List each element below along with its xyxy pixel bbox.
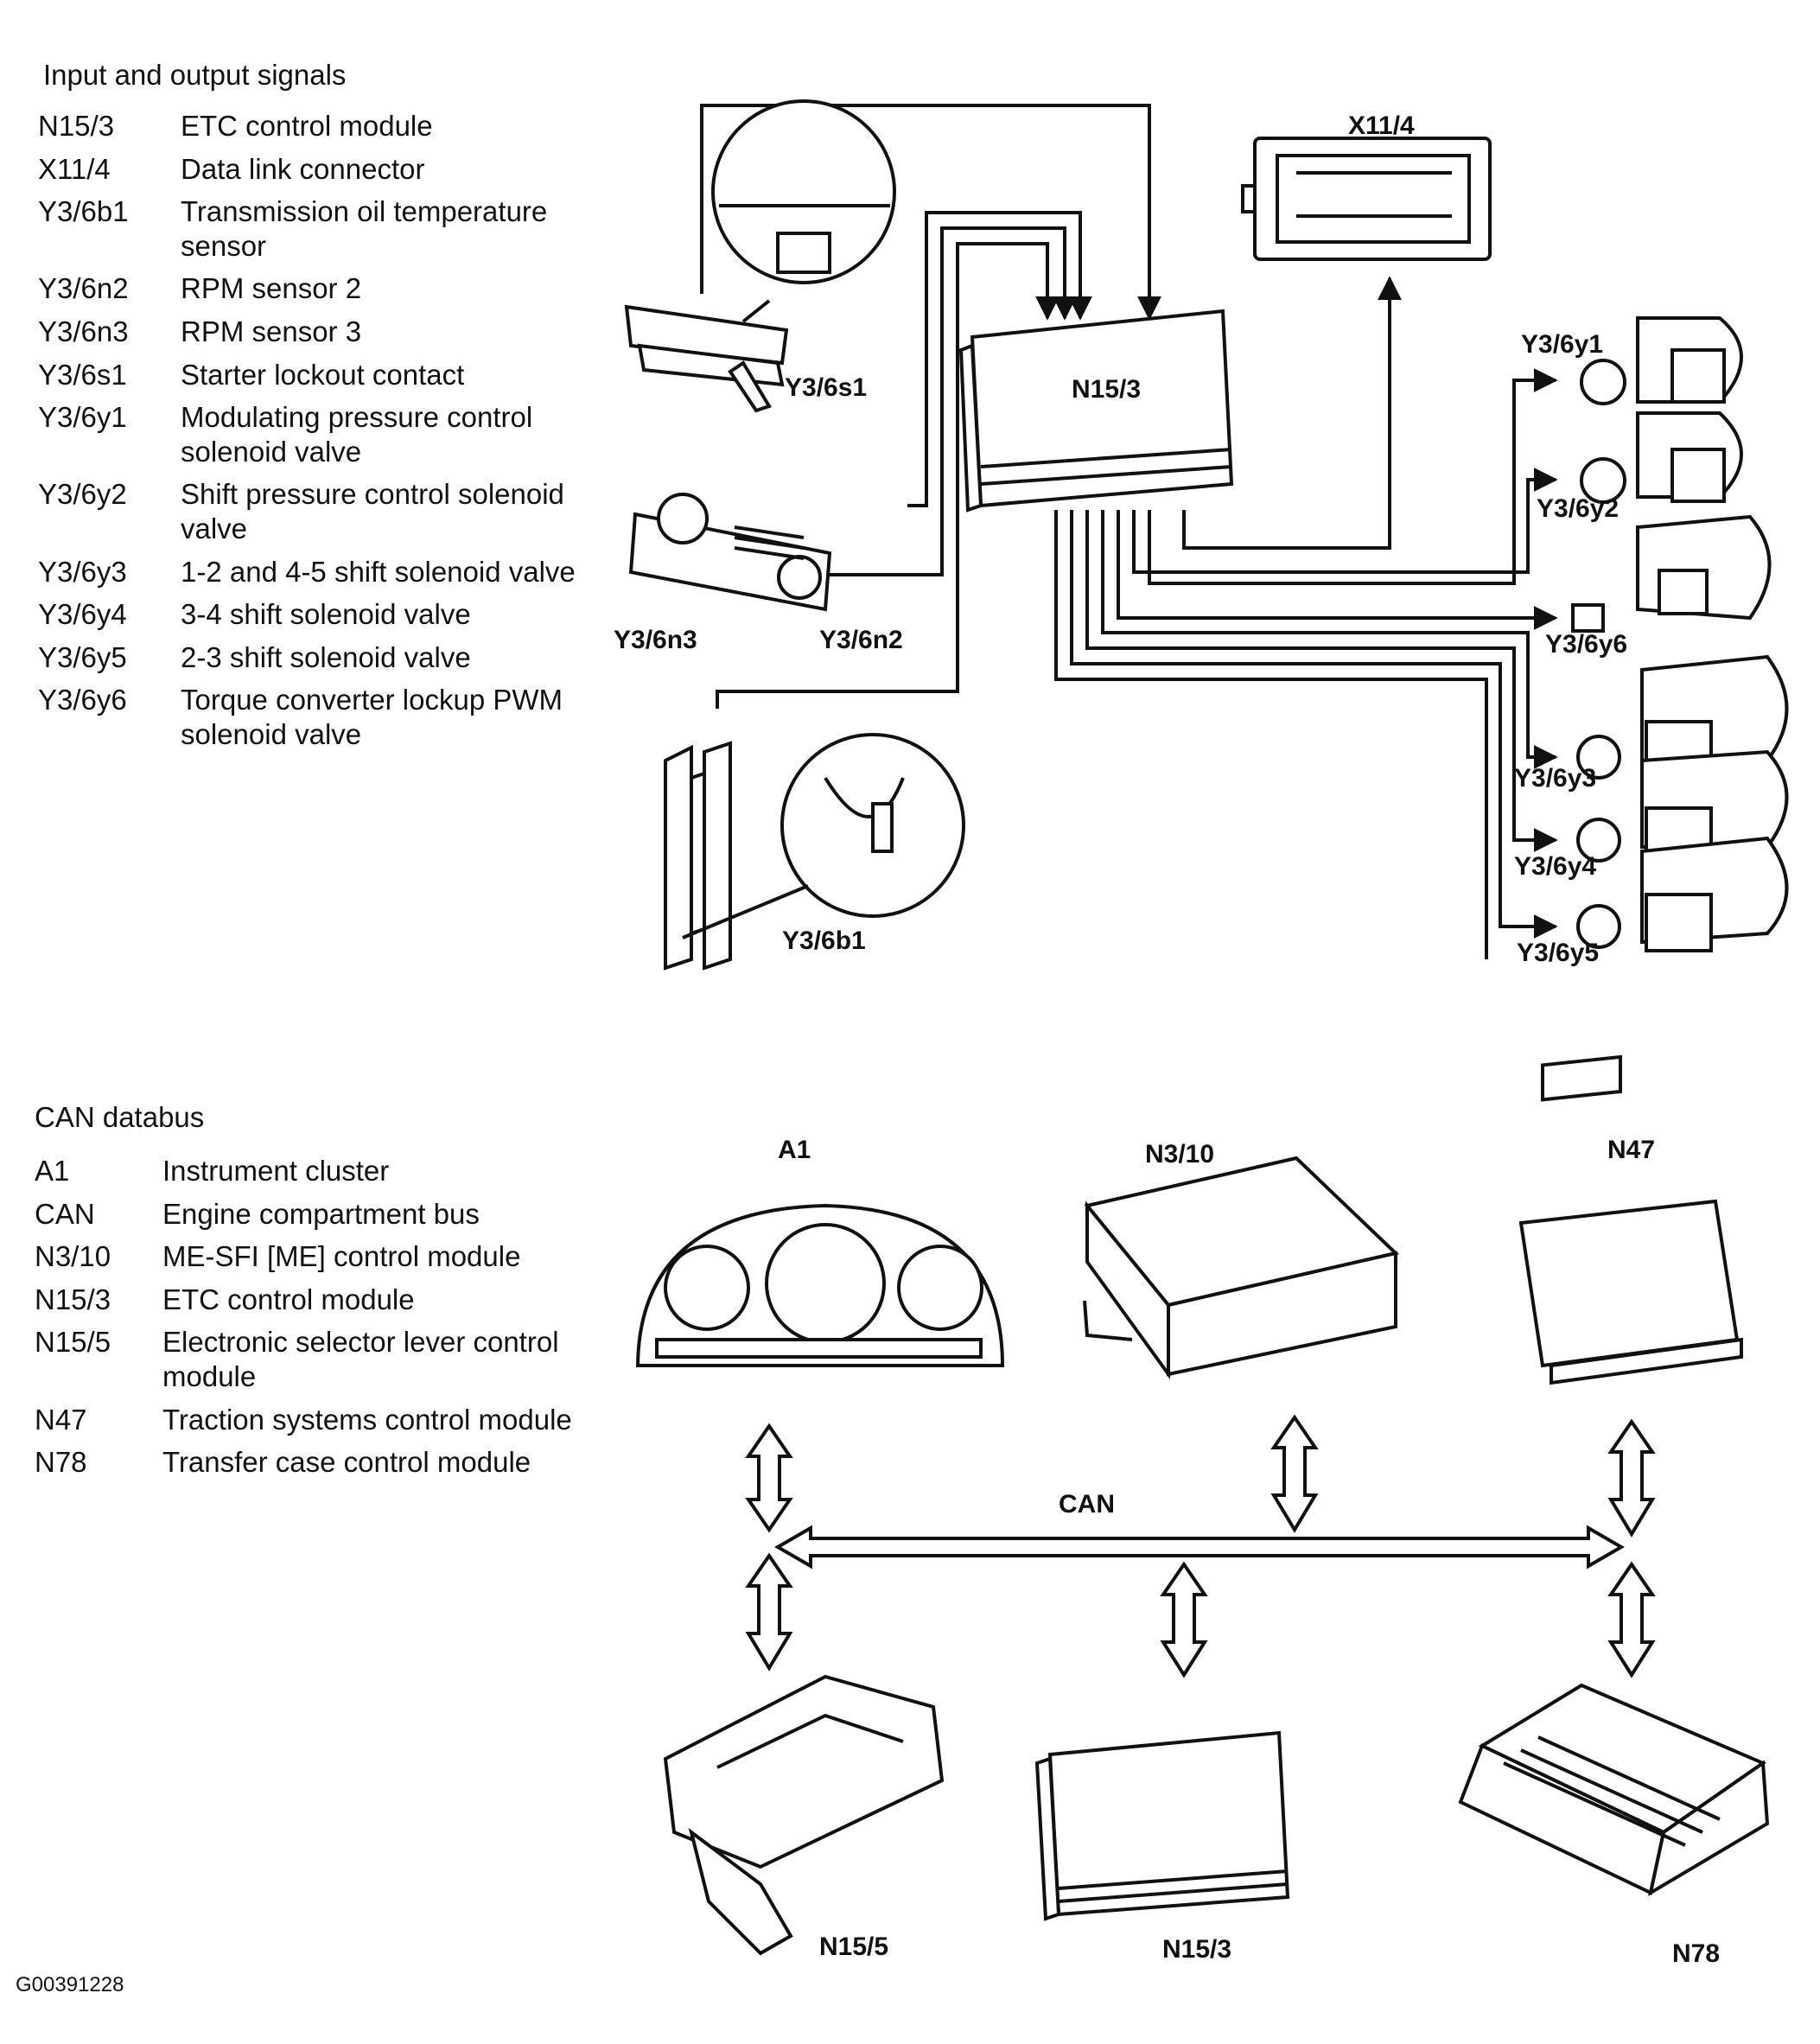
- legend-code: A1: [35, 1155, 70, 1187]
- legend-code: Y3/6n3: [38, 315, 129, 347]
- legend-code: X11/4: [38, 152, 111, 185]
- legend-code: Y3/6b1: [38, 195, 129, 228]
- legend-code: Y3/6s1: [38, 358, 127, 391]
- label-y3-6s1: Y3/6s1: [785, 373, 867, 402]
- legend-row: Y3/6y6 Torque converter lockup PWM soleno…: [38, 683, 591, 760]
- legend-description: Engine compartment bus: [162, 1197, 480, 1230]
- legend-description: 1-2 and 4-5 shift solenoid valve: [181, 555, 576, 588]
- label-y3-6y2: Y3/6y2: [1537, 494, 1619, 523]
- legend-row: N15/3 ETC control module: [35, 1283, 605, 1326]
- legend-row: Y3/6n2 RPM sensor 2: [38, 271, 591, 315]
- legend-row: N78 Transfer case control module: [35, 1445, 605, 1488]
- legend-description: 2-3 shift solenoid valve: [181, 640, 471, 673]
- legend-row: N47 Traction systems control module: [35, 1403, 605, 1446]
- label-n15-5: N15/5: [819, 1933, 888, 1961]
- legend-description: 3-4 shift solenoid valve: [181, 598, 471, 631]
- starter-lockout-contact-drawing: [624, 99, 896, 413]
- can-vertical-arrows: [745, 1414, 1656, 1678]
- legend-code: N3/10: [35, 1240, 111, 1273]
- legend-row: N15/3 ETC control module: [38, 109, 591, 152]
- label-y3-6n2: Y3/6n2: [819, 626, 903, 654]
- label-a1: A1: [778, 1136, 811, 1164]
- legend-row: Y3/6n3 RPM sensor 3: [38, 315, 591, 358]
- legend-row: Y3/6y1 Modulating pressure control soleno…: [38, 400, 591, 477]
- solenoid-valves-drawing: [1571, 316, 1789, 952]
- label-n15-3-top: N15/3: [1072, 375, 1141, 404]
- legend-row: Y3/6b1 Transmission oil temperature senso…: [38, 194, 591, 271]
- data-link-connector-drawing: [1241, 137, 1492, 261]
- legend-row: Y3/6y3 1-2 and 4-5 shift solenoid valve: [38, 555, 591, 598]
- legend-row: X11/4 Data link connector: [38, 152, 591, 195]
- legend-row: Y3/6s1 Starter lockout contact: [38, 358, 591, 401]
- legend-description: Transfer case control module: [162, 1446, 531, 1479]
- legend-row: CAN Engine compartment bus: [35, 1197, 605, 1240]
- label-y3-6y3: Y3/6y3: [1514, 764, 1596, 793]
- legend-code: Y3/6n2: [38, 272, 129, 305]
- instrument-cluster-drawing: [635, 1203, 1005, 1367]
- can-legend-title: CAN databus: [35, 1101, 205, 1133]
- signal-wires: [700, 104, 1558, 959]
- legend-row: Y3/6y5 2-3 shift solenoid valve: [38, 640, 591, 684]
- label-x11-4: X11/4: [1348, 111, 1415, 140]
- legend-row: N3/10 ME-SFI [ME] control module: [35, 1239, 605, 1283]
- legend-code: Y3/6y4: [38, 598, 127, 631]
- label-y3-6y1: Y3/6y1: [1521, 330, 1603, 359]
- legend-description: RPM sensor 3: [181, 315, 362, 347]
- label-y3-6y5: Y3/6y5: [1517, 939, 1599, 967]
- label-n47: N47: [1607, 1136, 1655, 1164]
- label-y3-6y6: Y3/6y6: [1545, 630, 1627, 659]
- legend-code: CAN: [35, 1197, 95, 1230]
- label-y3-6y4: Y3/6y4: [1514, 852, 1596, 881]
- label-y3-6b1: Y3/6b1: [782, 926, 866, 955]
- legend-description: Shift pressure control solenoid valve: [181, 478, 564, 544]
- legend-code: Y3/6y5: [38, 640, 127, 673]
- legend-code: Y3/6y6: [38, 684, 127, 716]
- figure-id: G00391228: [16, 1973, 124, 1996]
- io-legend-title: Input and output signals: [43, 59, 347, 91]
- selector-lever-module-drawing: [663, 1674, 945, 1956]
- legend-code: Y3/6y2: [38, 478, 127, 511]
- legend-description: Traction systems control module: [162, 1403, 572, 1436]
- legend-description: Transmission oil temperature sensor: [181, 195, 548, 262]
- legend-description: Data link connector: [181, 152, 425, 185]
- rpm-sensors-drawing: [628, 493, 832, 612]
- legend-description: Torque converter lockup PWM solenoid val…: [181, 684, 563, 750]
- legend-description: Starter lockout contact: [181, 358, 465, 391]
- legend-code: N15/3: [35, 1283, 111, 1315]
- legend-code: N78: [35, 1446, 87, 1479]
- oil-temp-sensor-drawing: [664, 733, 965, 971]
- transfer-case-module-drawing: [1458, 1683, 1770, 1897]
- legend-description: ETC control module: [181, 110, 433, 142]
- label-can-bus: CAN: [1059, 1490, 1115, 1519]
- legend-code: N15/3: [38, 110, 115, 142]
- legend-row: Y3/6y4 3-4 shift solenoid valve: [38, 597, 591, 640]
- me-sfi-module-drawing: [1083, 1156, 1400, 1380]
- can-bus-arrow: [774, 1525, 1625, 1570]
- legend-code: Y3/6y3: [38, 555, 127, 588]
- legend-description: ME-SFI [ME] control module: [162, 1240, 521, 1273]
- legend-description: Electronic selector lever control module: [162, 1326, 559, 1392]
- legend-row: A1 Instrument cluster: [35, 1154, 605, 1197]
- legend-row: N15/5 Electronic selector lever control m…: [35, 1325, 605, 1402]
- legend-code: Y3/6y1: [38, 401, 127, 434]
- label-y3-6n3: Y3/6n3: [614, 626, 697, 654]
- legend-description: Instrument cluster: [162, 1155, 390, 1187]
- label-n15-3-bottom: N15/3: [1162, 1935, 1231, 1964]
- legend-description: RPM sensor 2: [181, 272, 362, 305]
- legend-row: Y3/6y2 Shift pressure control solenoid va…: [38, 477, 591, 554]
- etc-module-top-drawing: [958, 309, 1234, 513]
- legend-description: ETC control module: [162, 1283, 415, 1315]
- label-n3-10: N3/10: [1145, 1140, 1214, 1168]
- label-n78: N78: [1672, 1939, 1720, 1968]
- etc-module-bottom-drawing: [1034, 1730, 1290, 1921]
- legend-code: N47: [35, 1403, 87, 1436]
- traction-module-drawing: [1518, 1054, 1743, 1385]
- legend-description: Modulating pressure control solenoid val…: [181, 401, 533, 468]
- legend-code: N15/5: [35, 1326, 111, 1359]
